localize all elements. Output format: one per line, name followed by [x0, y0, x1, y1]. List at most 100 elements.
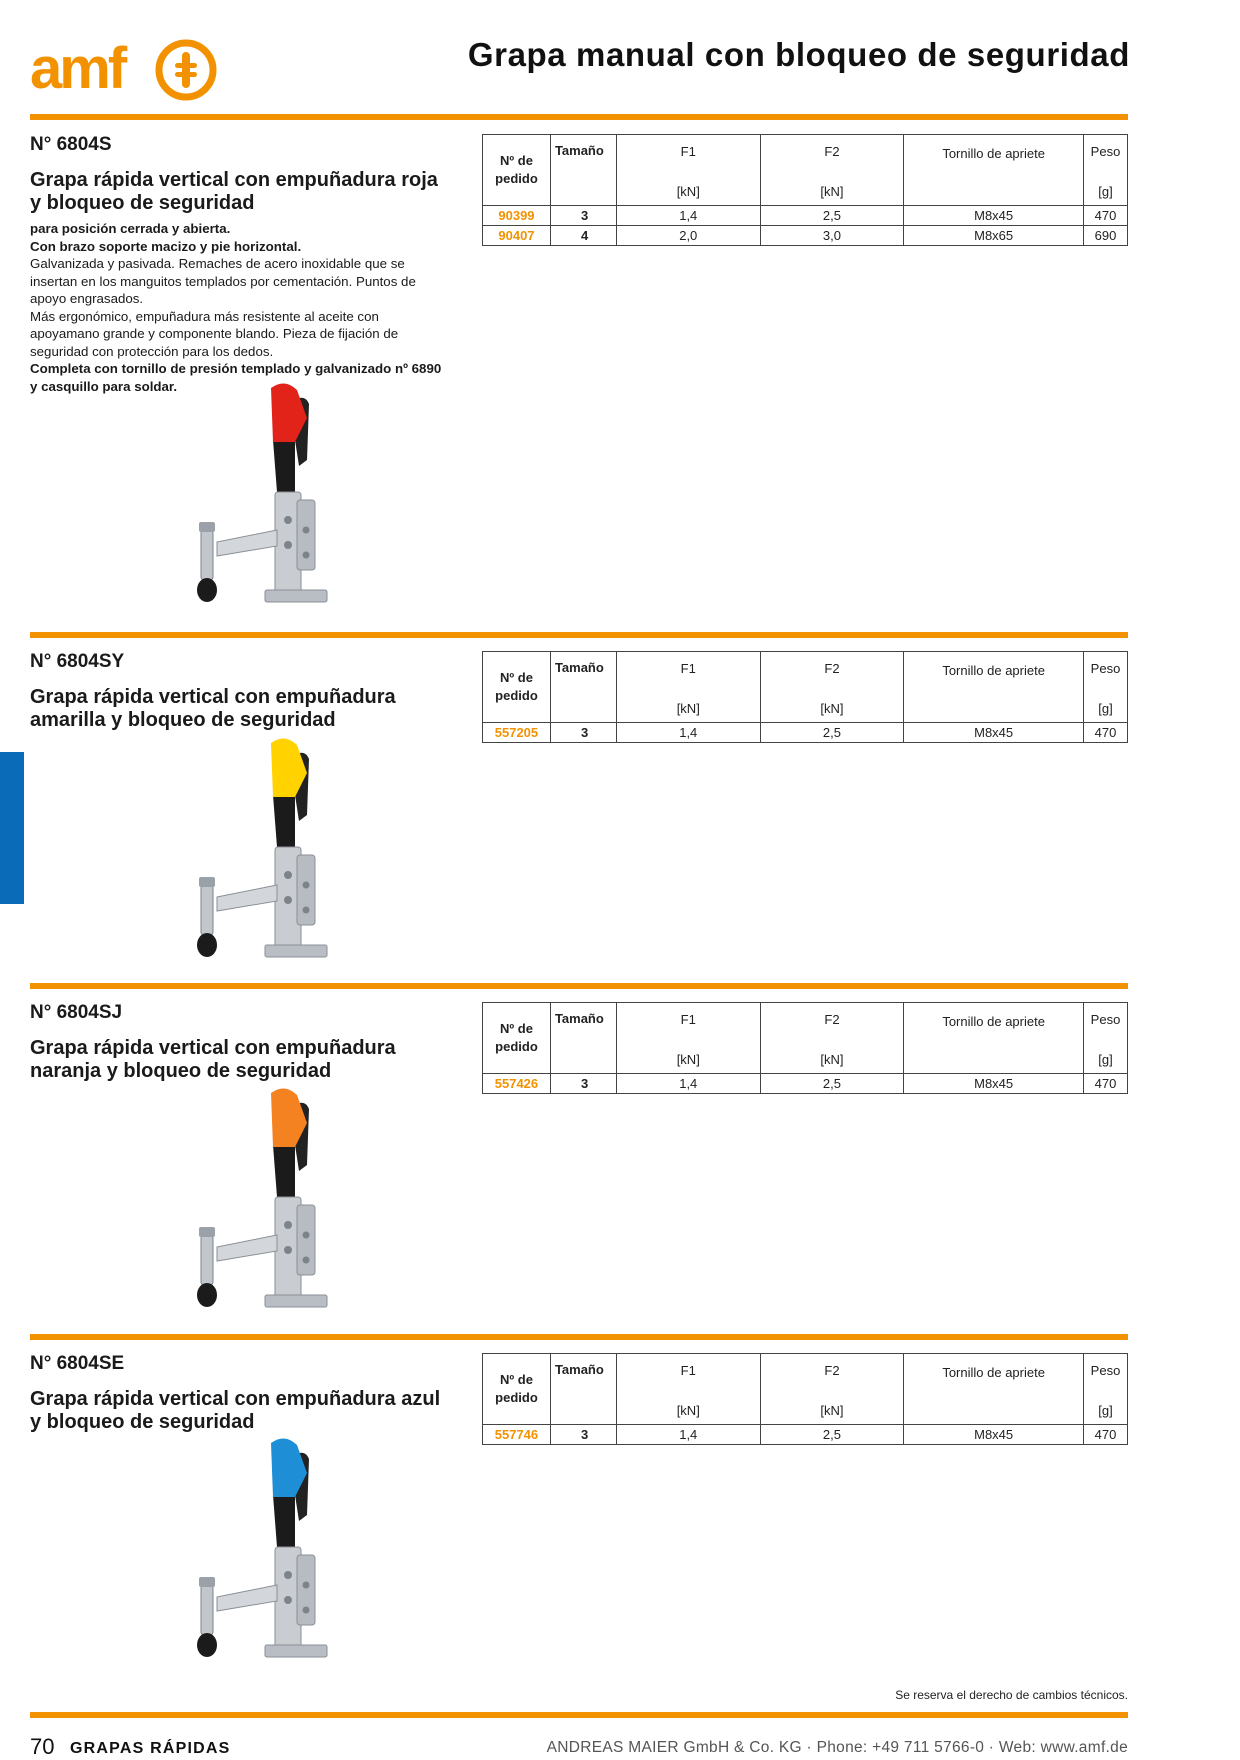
cell-f1: 2,0: [615, 225, 761, 246]
section-divider: [30, 983, 1128, 989]
cell-weight: 470: [1082, 1073, 1129, 1094]
header-order-no: Nº de pedido: [482, 134, 551, 206]
order-number-link[interactable]: 557746: [482, 1424, 551, 1445]
cell-f1: 1,4: [615, 205, 761, 226]
section-divider: [30, 1334, 1128, 1340]
product-description: para posición cerrada y abierta. Con bra…: [30, 220, 450, 395]
description-line: Más ergonómico, empuñadura más resistent…: [30, 308, 399, 359]
cell-f2: 3,0: [759, 225, 905, 246]
cell-f1: 1,4: [615, 722, 761, 743]
table-row: 557205 3 1,4 2,5 M8x45 470: [482, 722, 1129, 743]
header-weight-unit: [g]: [1098, 1403, 1113, 1418]
header-weight: Peso: [1090, 1012, 1121, 1027]
header-f1-unit: [kN]: [676, 1403, 700, 1418]
clamp-handle: [271, 1088, 307, 1147]
section-title: Grapa rápida vertical con empuñadura azu…: [30, 1388, 441, 1433]
header-f1-unit: [kN]: [676, 1052, 700, 1067]
spec-table: Nº de pedido Tamaño F1[kN] F2[kN] Tornil…: [482, 1002, 1129, 1094]
order-number-link[interactable]: 557426: [482, 1073, 551, 1094]
cell-screw: M8x45: [903, 205, 1084, 226]
header-f2: F2: [824, 1012, 840, 1027]
header-weight: Peso: [1090, 661, 1121, 676]
table-row: 557426 3 1,4 2,5 M8x45 470: [482, 1073, 1129, 1094]
section-divider: [30, 114, 1128, 120]
section-code: N° 6804SJ: [30, 1002, 123, 1023]
section-code: N° 6804SY: [30, 651, 125, 672]
section-divider: [30, 632, 1128, 638]
header-f1-unit: [kN]: [676, 184, 700, 199]
header-f2-unit: [kN]: [820, 184, 844, 199]
cell-size: 3: [549, 205, 617, 226]
section-code: N° 6804S: [30, 134, 112, 155]
cell-size: 3: [549, 1424, 617, 1445]
header-screw: Tornillo de apriete: [903, 1353, 1084, 1425]
header-order-no: Nº de pedido: [482, 651, 551, 723]
header-f1: F1: [680, 144, 696, 159]
header-order-no: Nº de pedido: [482, 1353, 551, 1425]
table-row: 90399 3 1,4 2,5 M8x45 470: [482, 205, 1129, 226]
header-weight: Peso: [1090, 1363, 1121, 1378]
clamp-product-image: [196, 383, 328, 603]
footer-divider: [30, 1712, 1128, 1718]
cell-screw: M8x45: [903, 1424, 1084, 1445]
amf-logo: amf: [30, 38, 217, 101]
description-line: Completa con tornillo de presión templad…: [30, 361, 442, 394]
header-weight-unit: [g]: [1098, 184, 1113, 199]
cell-size: 4: [549, 225, 617, 246]
header-f2: F2: [824, 144, 840, 159]
header-f1: F1: [680, 1012, 696, 1027]
order-number-link[interactable]: 90407: [482, 225, 551, 246]
header-screw: Tornillo de apriete: [903, 1002, 1084, 1074]
chapter-side-tab: [0, 752, 24, 904]
table-row: 557746 3 1,4 2,5 M8x45 470: [482, 1424, 1129, 1445]
cell-screw: M8x45: [903, 722, 1084, 743]
cell-weight: 690: [1082, 225, 1129, 246]
header-f1: F1: [680, 661, 696, 676]
cell-screw: M8x65: [903, 225, 1084, 246]
clamp-product-image: [196, 738, 328, 958]
cell-f2: 2,5: [759, 205, 905, 226]
cell-screw: M8x45: [903, 1073, 1084, 1094]
section-title: Grapa rápida vertical con empuñadura ama…: [30, 686, 396, 731]
header-size: Tamaño: [549, 134, 617, 206]
cell-f2: 2,5: [759, 722, 905, 743]
header-f2-unit: [kN]: [820, 1403, 844, 1418]
header-f2-unit: [kN]: [820, 1052, 844, 1067]
cell-f2: 2,5: [759, 1073, 905, 1094]
clamp-handle: [271, 1438, 307, 1497]
cell-f2: 2,5: [759, 1424, 905, 1445]
page-title: Grapa manual con bloqueo de seguridad: [467, 36, 1130, 73]
cell-f1: 1,4: [615, 1073, 761, 1094]
footer-section-name: GRAPAS RÁPIDAS: [70, 1740, 231, 1757]
header-f2-unit: [kN]: [820, 701, 844, 716]
description-line: Con brazo soporte macizo y pie horizonta…: [30, 238, 302, 254]
section-title: Grapa rápida vertical con empuñadura roj…: [30, 169, 438, 214]
cell-weight: 470: [1082, 1424, 1129, 1445]
description-line: Galvanizada y pasivada. Remaches de acer…: [30, 256, 416, 306]
cell-size: 3: [549, 1073, 617, 1094]
header-size: Tamaño: [549, 1002, 617, 1074]
table-row: 90407 4 2,0 3,0 M8x65 690: [482, 225, 1129, 246]
clamp-product-image: [196, 1088, 328, 1308]
spec-table: Nº de pedido Tamaño F1[kN] F2[kN] Tornil…: [482, 651, 1129, 743]
description-line: para posición cerrada y abierta.: [30, 221, 231, 236]
spec-table: Nº de pedido Tamaño F1 [kN] F2 [kN] Tornil…: [482, 134, 1129, 246]
spec-table: Nº de pedido Tamaño F1[kN] F2[kN] Tornil…: [482, 1353, 1129, 1445]
header-size: Tamaño: [549, 1353, 617, 1425]
header-size: Tamaño: [549, 651, 617, 723]
header-weight-unit: [g]: [1098, 1052, 1113, 1067]
clamp-handle: [271, 738, 307, 797]
header-screw: Tornillo de apriete: [903, 651, 1084, 723]
cell-weight: 470: [1082, 205, 1129, 226]
footer-company-info: ANDREAS MAIER GmbH & Co. KG · Phone: +49…: [546, 1739, 1128, 1756]
order-number-link[interactable]: 90399: [482, 205, 551, 226]
cell-weight: 470: [1082, 722, 1129, 743]
header-screw: Tornillo de apriete: [903, 134, 1084, 206]
cell-f1: 1,4: [615, 1424, 761, 1445]
header-f1-unit: [kN]: [676, 701, 700, 716]
page-number: 70: [30, 1734, 55, 1759]
cell-size: 3: [549, 722, 617, 743]
header-weight: Peso: [1090, 144, 1121, 159]
order-number-link[interactable]: 557205: [482, 722, 551, 743]
legal-note: Se reserva el derecho de cambios técnico…: [895, 1688, 1128, 1702]
